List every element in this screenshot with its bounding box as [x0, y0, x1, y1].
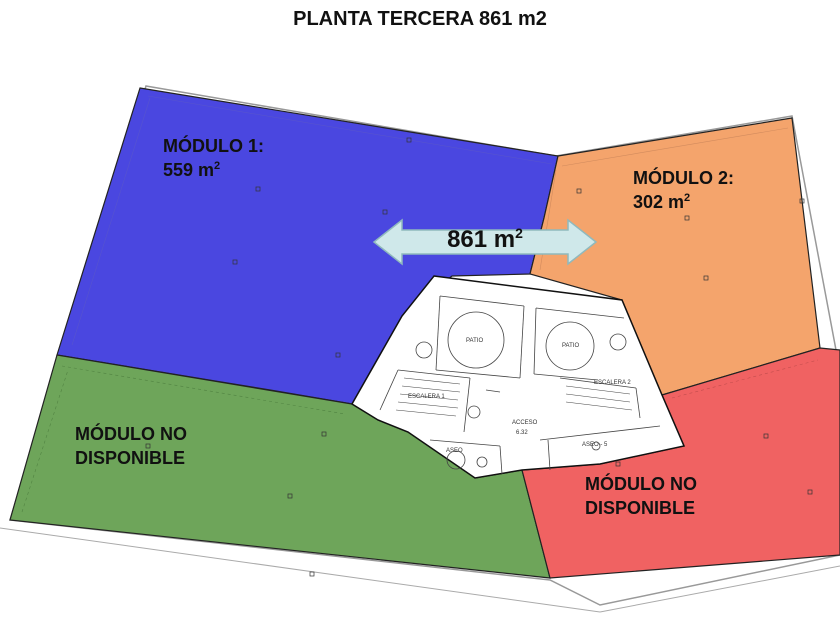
modulo-1-area-value: 559 m — [163, 160, 215, 180]
no-disponible-left-label: MÓDULO NO DISPONIBLE — [75, 422, 187, 470]
modulo-1-area-unit: 2 — [214, 160, 221, 172]
modulo-1-label: MÓDULO 1: 559 m2 — [163, 134, 264, 182]
acceso-label: ACCESO — [512, 420, 538, 426]
stair-treads — [395, 377, 633, 417]
core-interior-lines — [379, 295, 661, 475]
modulo-1-name: MÓDULO 1: — [163, 136, 264, 156]
building-core — [350, 275, 686, 479]
building-outline-base — [0, 527, 601, 613]
total-area-label: 861 m2 — [426, 226, 544, 254]
column-center-circle — [467, 405, 481, 419]
page-title: PLANTA TERCERA 861 m2 — [293, 8, 547, 30]
patio-right-label: PATIO — [562, 343, 579, 349]
patio-left-circle — [447, 311, 505, 369]
plan-grid-marks — [71, 95, 553, 346]
patio-left-label: PATIO — [466, 338, 483, 344]
acceso-num-label: 6.32 — [516, 430, 528, 436]
total-area-unit: 2 — [515, 225, 523, 241]
plan-grid-marks-red — [671, 359, 819, 399]
total-area-value: 861 m — [447, 226, 516, 253]
no-disponible-left-line1: MÓDULO NO — [75, 424, 187, 444]
modulo-2-area-unit: 2 — [684, 192, 691, 204]
aseo-left-circle-2 — [476, 456, 488, 468]
aseo-left-circle — [446, 450, 466, 470]
aseo-right-circle — [591, 441, 601, 451]
total-area-arrow — [372, 218, 598, 266]
modulo-2-label: MÓDULO 2: 302 m2 — [633, 166, 734, 214]
modulo-2-name: MÓDULO 2: — [633, 168, 734, 188]
modulo-1-area: 559 m2 — [163, 158, 264, 182]
no-disponible-right-label: MÓDULO NO DISPONIBLE — [585, 472, 697, 520]
escalera-1-label: ESCALERA 1 — [408, 394, 445, 400]
column-right-circle — [609, 333, 627, 351]
column-left-circle — [415, 341, 433, 359]
aseo-left-label: ASEO — [446, 448, 463, 454]
no-disponible-left-line2: DISPONIBLE — [75, 448, 186, 468]
patio-right-circle — [545, 321, 595, 371]
plan-grid-marks-green — [21, 365, 346, 513]
column-markers — [145, 137, 813, 577]
building-outline-base2 — [599, 565, 840, 613]
aseo-right-label: ASEO - 5 — [582, 442, 608, 448]
no-disponible-right-line1: MÓDULO NO — [585, 474, 697, 494]
modulo-2-area-value: 302 m — [633, 192, 685, 212]
modulo-2-area: 302 m2 — [633, 190, 734, 214]
no-disponible-right-line2: DISPONIBLE — [585, 498, 696, 518]
escalera-2-label: ESCALERA 2 — [594, 380, 631, 386]
